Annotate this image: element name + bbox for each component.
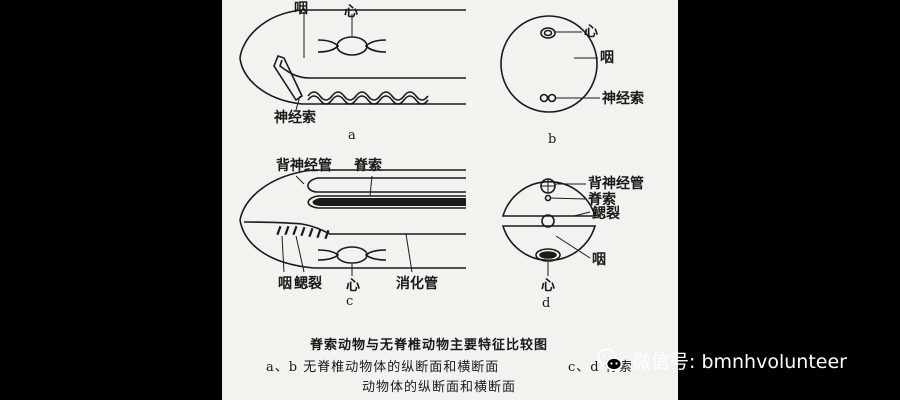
label-a-pharynx: 咽 [294, 1, 308, 17]
diagram-d-body [501, 178, 597, 276]
diagram-figure: 咽 心 神经索 a 心 咽 神经索 b 背神经管 脊索 咽 鳃裂 心 消化管 c… [222, 0, 678, 400]
figure-caption-title: 脊索动物与无脊椎动物主要特征比较图 [310, 338, 549, 353]
label-c-heart: 心 [346, 278, 360, 294]
diagram-b-body [500, 15, 600, 113]
watermark: 微信号: bmnhvolunteer [596, 342, 847, 378]
diagram-drawing [239, 9, 600, 276]
diagram-c-fills [276, 198, 466, 240]
wechat-icon [597, 348, 623, 373]
label-c-pharynx: 咽 [278, 276, 292, 292]
label-d-gill-slits: 鳃裂 [592, 206, 620, 222]
label-c-notochord: 脊索 [354, 158, 382, 174]
diagram-a-body [239, 9, 466, 111]
label-c-dorsal-nerve-tube: 背神经管 [276, 158, 332, 174]
label-b-pharynx: 咽 [600, 50, 614, 66]
label-c-letter: c [346, 294, 354, 309]
label-b-heart: 心 [584, 24, 598, 40]
label-c-gill-slits: 鳃裂 [294, 276, 322, 292]
label-a-heart: 心 [344, 4, 358, 20]
label-d-pharynx: 咽 [592, 252, 606, 268]
figure-caption-line2: 动物体的纵断面和横断面 [362, 380, 517, 395]
label-c-digestive-tube: 消化管 [396, 276, 438, 292]
label-a-nerve-cord: 神经索 [274, 110, 316, 126]
figure-caption-line1-left: a、b 无脊椎动物体的纵断面和横断面 [266, 360, 500, 375]
label-a-letter: a [348, 128, 356, 143]
label-d-dorsal-nerve-tube: 背神经管 [588, 176, 644, 192]
label-b-nerve-cord: 神经索 [602, 91, 644, 107]
label-d-heart: 心 [541, 278, 555, 294]
diagram-c-body [239, 169, 466, 276]
label-b-letter: b [548, 132, 557, 147]
label-d-notochord: 脊索 [588, 192, 616, 208]
label-d-letter: d [542, 296, 551, 311]
watermark-text: 微信号: bmnhvolunteer [632, 350, 847, 373]
